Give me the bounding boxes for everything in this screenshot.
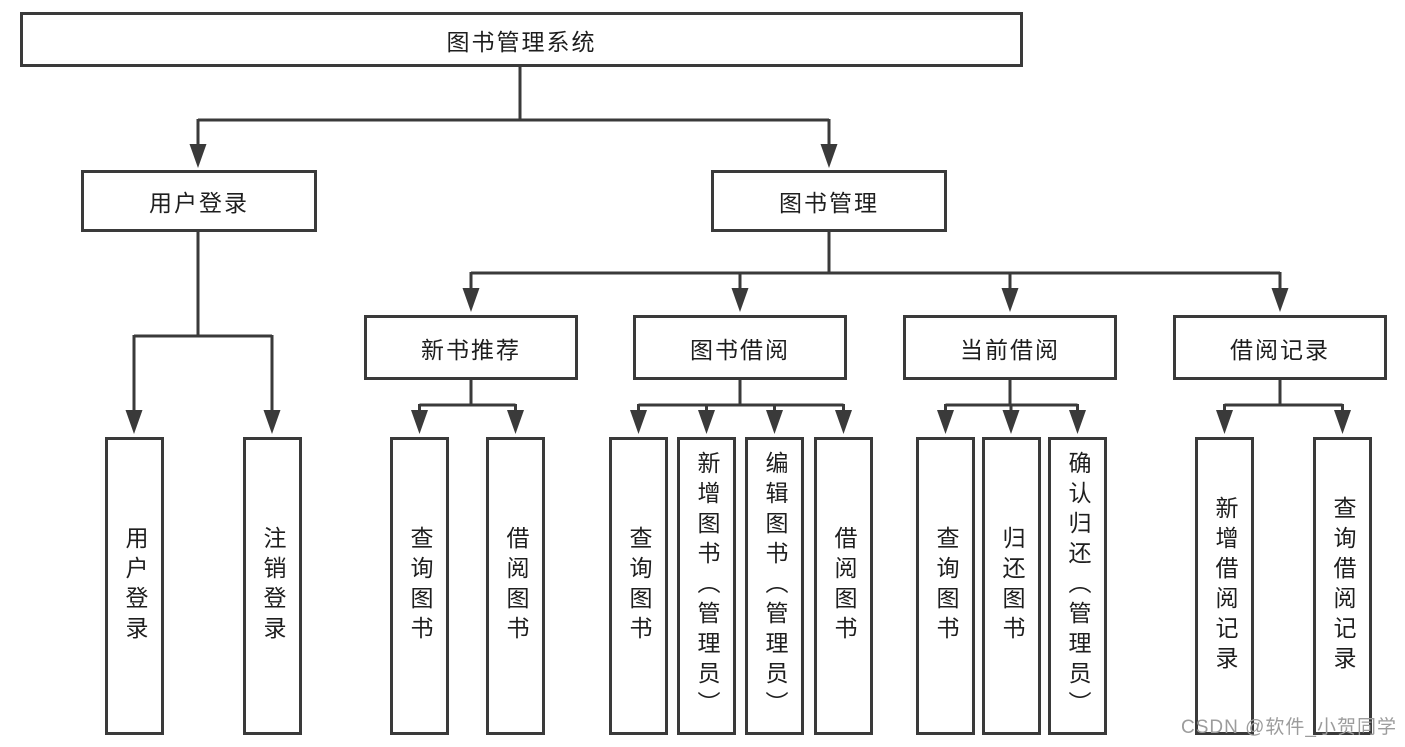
leaf-user-login: 用户登录 — [105, 437, 164, 735]
arrowhead-icon — [507, 410, 524, 434]
node-book-borrow: 图书借阅 — [633, 315, 847, 380]
arrowhead-icon — [1002, 410, 1020, 434]
arrowhead-icon — [1069, 410, 1086, 434]
leaf-edit-book-admin: 编辑图书（管理员） — [745, 437, 804, 735]
arrowhead-icon — [1334, 410, 1351, 434]
node-root: 图书管理系统 — [20, 12, 1023, 67]
arrowhead-icon — [937, 410, 954, 434]
leaf-add-book-admin: 新增图书（管理员） — [677, 437, 736, 735]
arrowhead-icon — [731, 288, 749, 312]
leaf-return-books: 归还图书 — [982, 437, 1041, 735]
leaf-query-books-recommend: 查询图书 — [390, 437, 449, 735]
arrowhead-icon — [125, 410, 143, 434]
node-new-book-recommend: 新书推荐 — [364, 315, 578, 380]
leaf-query-books-current: 查询图书 — [916, 437, 975, 735]
arrowhead-icon — [1216, 410, 1233, 434]
arrowhead-icon — [630, 410, 647, 434]
arrowhead-icon — [766, 410, 783, 434]
node-current-borrow: 当前借阅 — [903, 315, 1117, 380]
leaf-query-books-borrow: 查询图书 — [609, 437, 668, 735]
leaf-logout: 注销登录 — [243, 437, 302, 735]
arrowhead-icon — [1001, 288, 1019, 312]
arrowhead-icon — [835, 410, 852, 434]
arrowhead-icon — [820, 144, 838, 168]
arrowhead-icon — [462, 288, 480, 312]
arrowhead-icon — [1271, 288, 1289, 312]
node-borrow-records: 借阅记录 — [1173, 315, 1387, 380]
leaf-query-borrow-record: 查询借阅记录 — [1313, 437, 1372, 735]
leaf-borrow-books: 借阅图书 — [814, 437, 873, 735]
leaf-add-borrow-record: 新增借阅记录 — [1195, 437, 1254, 735]
node-user-login: 用户登录 — [81, 170, 317, 232]
node-book-management: 图书管理 — [711, 170, 947, 232]
arrowhead-icon — [263, 410, 281, 434]
arrowhead-icon — [411, 410, 428, 434]
arrowhead-icon — [698, 410, 715, 434]
arrowhead-icon — [189, 144, 207, 168]
leaf-confirm-return-admin: 确认归还（管理员） — [1048, 437, 1107, 735]
leaf-borrow-books-recommend: 借阅图书 — [486, 437, 545, 735]
csdn-watermark: CSDN @软件_小贺同学 — [1181, 717, 1397, 738]
